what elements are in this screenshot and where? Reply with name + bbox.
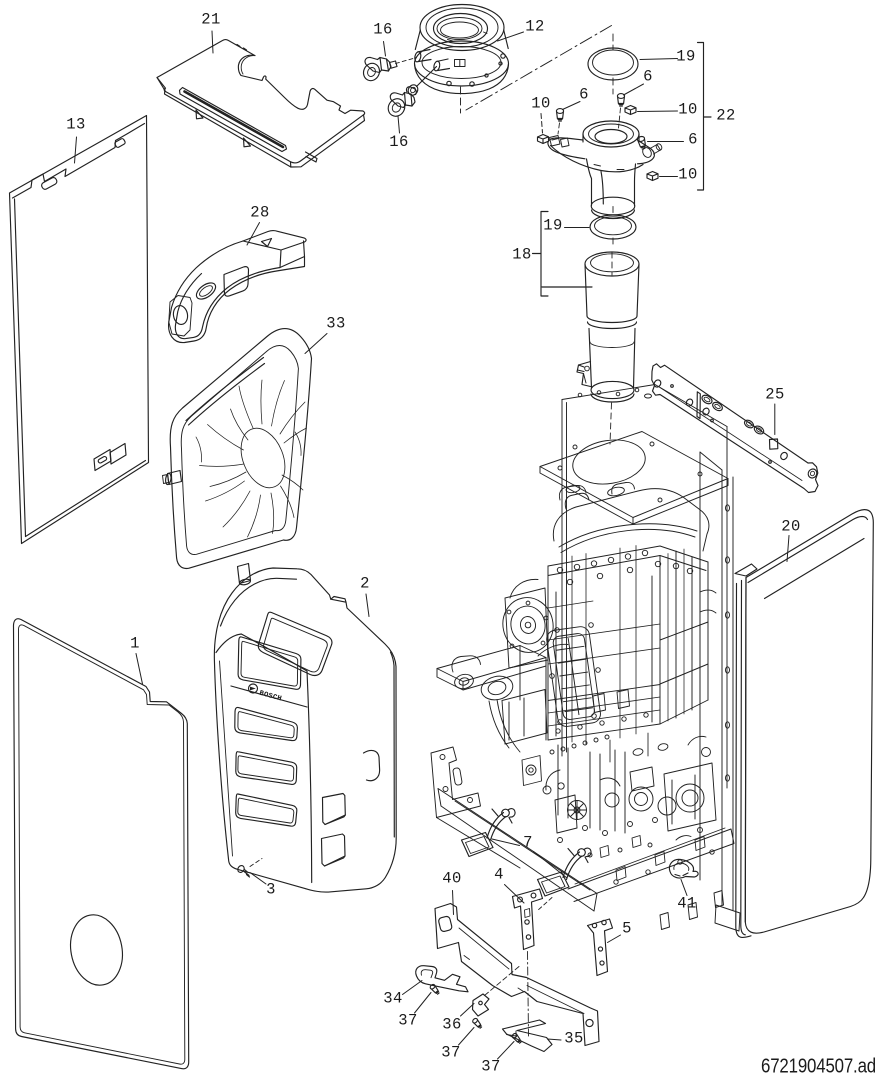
svg-text:20: 20 — [781, 518, 801, 536]
svg-text:36: 36 — [442, 1016, 462, 1034]
svg-text:13: 13 — [66, 116, 86, 134]
svg-text:3: 3 — [266, 881, 276, 899]
svg-text:6: 6 — [579, 86, 589, 104]
svg-text:19: 19 — [543, 217, 563, 235]
svg-text:33: 33 — [326, 315, 346, 333]
svg-text:37: 37 — [398, 1012, 418, 1030]
svg-text:2: 2 — [360, 575, 370, 593]
svg-text:18: 18 — [512, 246, 532, 264]
svg-text:1: 1 — [130, 635, 140, 653]
svg-text:35: 35 — [564, 1030, 584, 1048]
svg-text:28: 28 — [250, 204, 270, 222]
svg-text:37: 37 — [441, 1044, 461, 1062]
svg-text:12: 12 — [525, 18, 545, 36]
svg-text:10: 10 — [531, 95, 551, 113]
svg-text:7: 7 — [523, 834, 533, 852]
svg-text:21: 21 — [201, 11, 221, 29]
svg-text:6721904507.ad: 6721904507.ad — [761, 1055, 876, 1078]
svg-text:16: 16 — [389, 133, 409, 151]
svg-text:16: 16 — [373, 21, 393, 39]
svg-text:4: 4 — [494, 866, 504, 884]
svg-text:22: 22 — [716, 107, 736, 125]
svg-text:34: 34 — [383, 990, 403, 1008]
svg-text:10: 10 — [678, 166, 698, 184]
svg-text:25: 25 — [765, 386, 785, 404]
svg-text:37: 37 — [481, 1058, 501, 1076]
svg-text:6: 6 — [643, 68, 653, 86]
svg-text:19: 19 — [676, 48, 696, 66]
svg-text:6: 6 — [688, 131, 698, 149]
svg-text:40: 40 — [442, 870, 462, 888]
svg-text:10: 10 — [678, 101, 698, 119]
svg-text:5: 5 — [622, 920, 632, 938]
svg-text:41: 41 — [677, 895, 697, 913]
